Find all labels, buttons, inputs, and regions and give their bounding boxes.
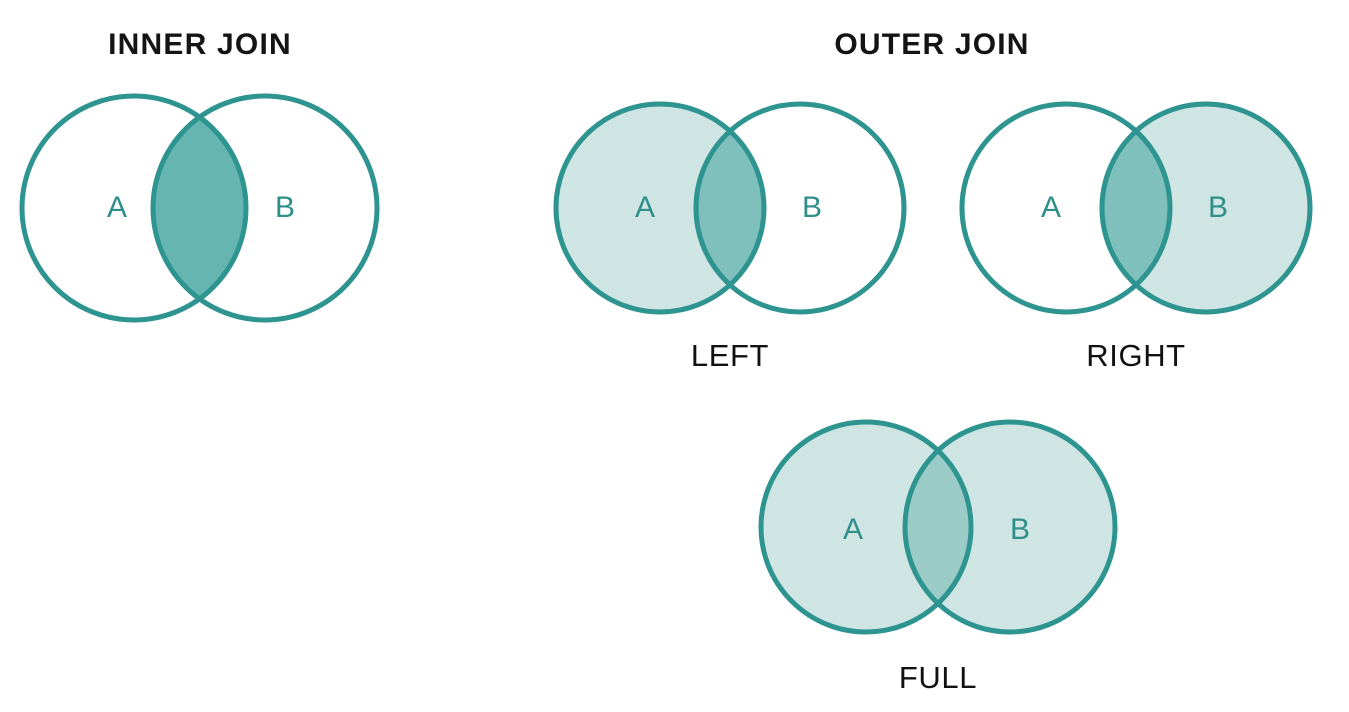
right-circle-a-outline [959,101,1173,315]
right-label-a: A [1041,191,1061,224]
inner-join-venn: A B [0,80,400,340]
left-join-venn: A B [540,80,920,330]
inner-label-a: A [107,191,127,224]
full-join-venn: A B [745,400,1135,655]
right-circle-b-outline [1099,101,1313,315]
full-label-b: B [1010,513,1030,546]
left-label-a: A [635,191,655,224]
left-label-b: B [802,191,822,224]
right-join-venn: A B [946,80,1326,330]
full-label-a: A [843,513,863,546]
full-circle-a-outline [758,419,974,635]
inner-intersection-region [153,96,246,320]
left-circle-b-outline [693,101,907,315]
right-join-caption: RIGHT [1086,338,1186,373]
inner-circle-a-outline [19,93,249,323]
inner-circle-b-outline [150,93,380,323]
outer-join-title: OUTER JOIN [834,28,1030,61]
inner-label-b: B [275,191,295,224]
inner-join-title: INNER JOIN [108,28,292,61]
right-label-b: B [1208,191,1228,224]
full-circle-b-outline [902,419,1118,635]
full-join-caption: FULL [898,660,978,695]
left-circle-a-outline [553,101,767,315]
left-join-caption: LEFT [690,338,770,373]
